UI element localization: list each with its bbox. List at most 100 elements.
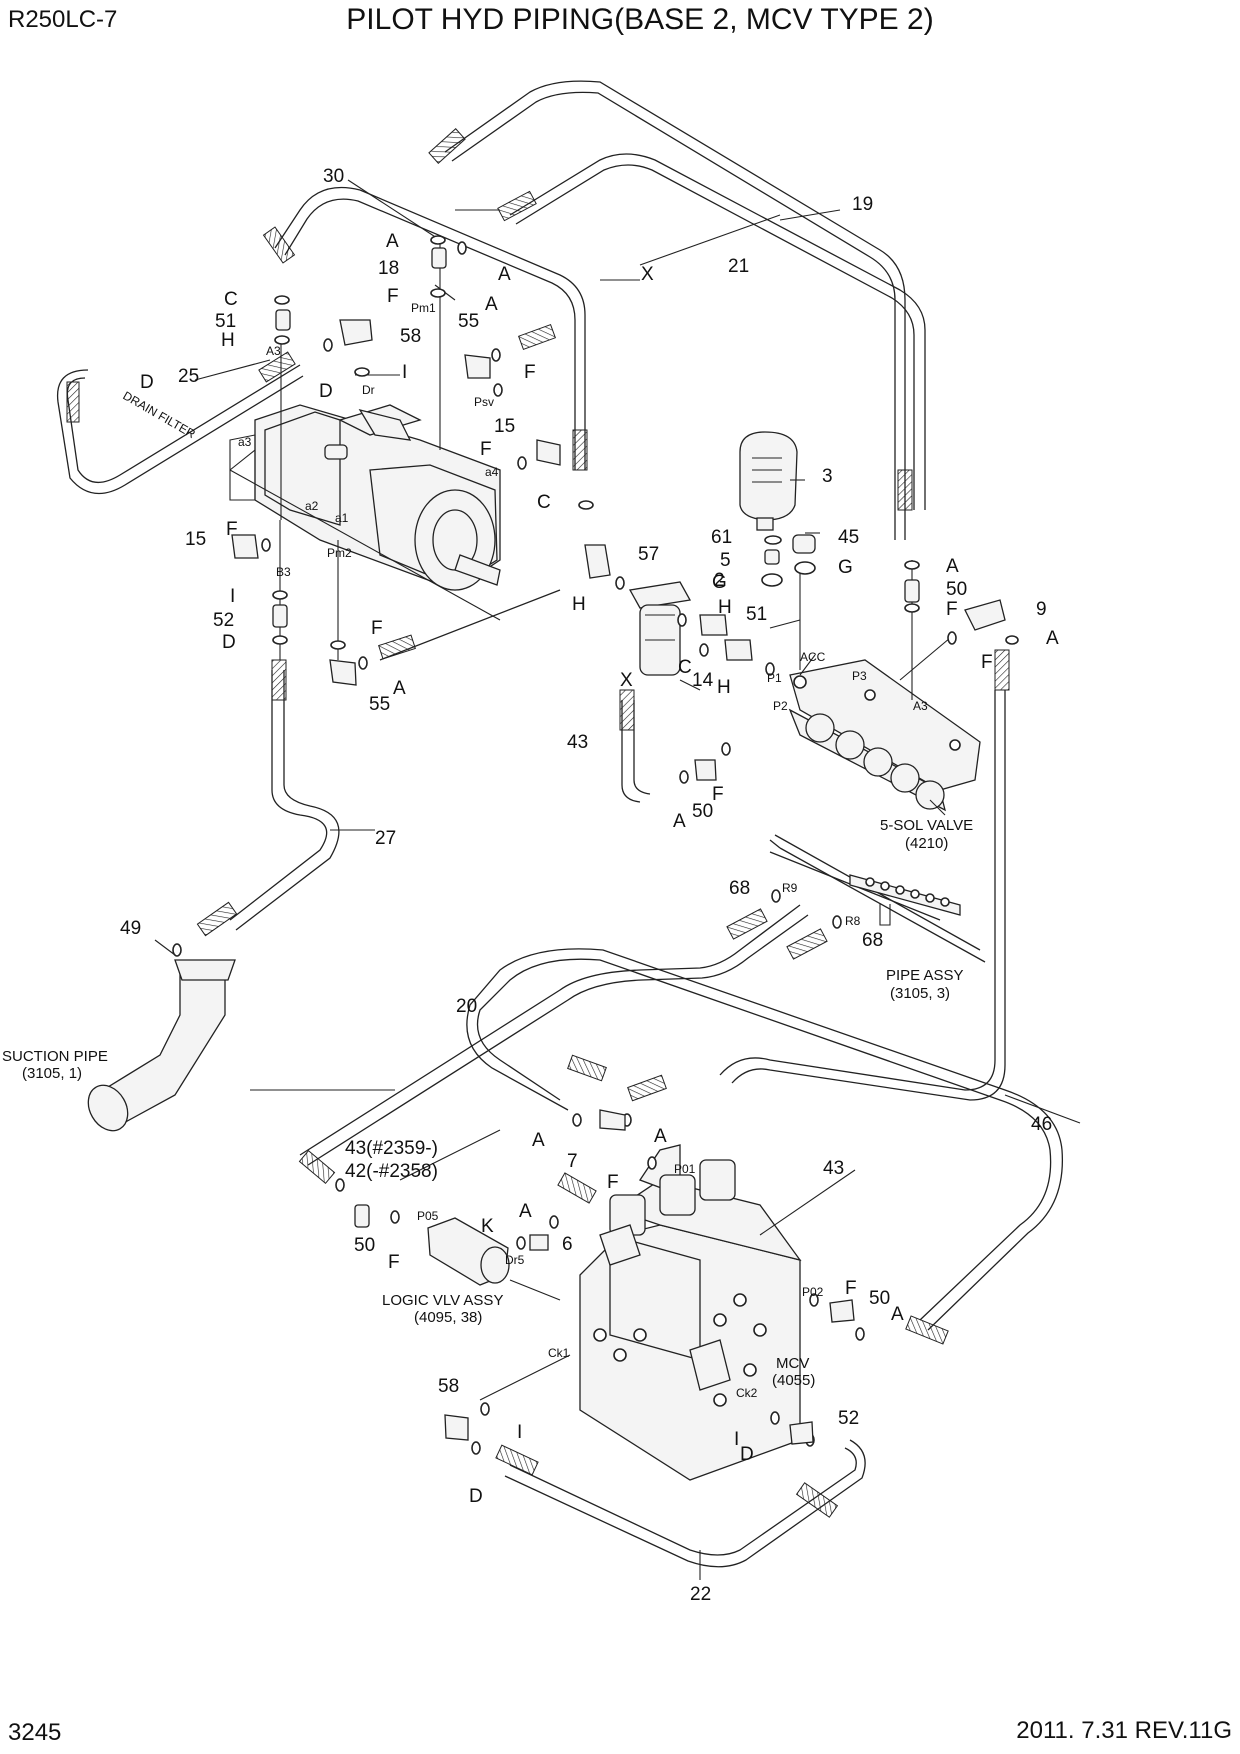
callout: 43	[823, 1158, 844, 1179]
callout-labels: 30 A 18 A X 21 19 F C 51 H 58 55 A I 25 …	[120, 166, 1059, 1605]
callout: A	[891, 1304, 904, 1325]
hose-fittings	[66, 128, 1010, 1518]
port-label: a3	[238, 435, 252, 449]
callout: 3	[822, 466, 833, 487]
callout: 21	[728, 256, 749, 277]
callout: 50	[869, 1288, 890, 1309]
port-label: Psv	[474, 395, 494, 409]
revision-label: 2011. 7.31 REV.11G	[1016, 1717, 1232, 1744]
callout: D	[140, 372, 154, 393]
callout: H	[718, 597, 732, 618]
callout: 58	[400, 326, 421, 347]
callout: X	[641, 264, 654, 285]
callout: 20	[456, 996, 477, 1017]
callout: F	[226, 519, 238, 540]
callout: A	[485, 294, 498, 315]
logic-valve-ref: (4095, 38)	[414, 1309, 482, 1326]
callout: 14	[692, 670, 714, 691]
callout: A	[654, 1126, 667, 1147]
callout: X	[620, 670, 633, 691]
callout: 42(-#2358)	[345, 1161, 438, 1182]
callout: F	[712, 784, 724, 805]
callout: F	[388, 1252, 400, 1273]
drain-filter-label: DRAIN FILTER	[121, 388, 199, 441]
port-label: Ck2	[736, 1386, 758, 1400]
port-label: P01	[674, 1162, 696, 1176]
callout: 2	[714, 570, 725, 591]
port-label: A3	[913, 699, 928, 713]
port-label: a2	[305, 499, 319, 513]
port-label: a4	[485, 465, 499, 479]
callout: I	[734, 1429, 739, 1450]
fittings	[231, 247, 1006, 1445]
page-number: 3245	[8, 1719, 61, 1746]
callout: A	[946, 556, 959, 577]
callout: 9	[1036, 599, 1047, 620]
port-label: Ck1	[548, 1346, 570, 1360]
sol-valve-label: 5-SOL VALVE	[880, 817, 973, 834]
callout: I	[517, 1422, 522, 1443]
port-label: P2	[773, 699, 788, 713]
callout: 27	[375, 828, 396, 849]
mcv	[579, 1144, 802, 1481]
callout: 49	[120, 918, 141, 939]
callout: H	[717, 677, 731, 698]
port-label: P05	[417, 1209, 439, 1223]
callout: F	[387, 286, 399, 307]
page-title: PILOT HYD PIPING(BASE 2, MCV TYPE 2)	[346, 3, 933, 36]
callout: 52	[213, 610, 234, 631]
callout: K	[481, 1216, 494, 1237]
port-label: P3	[852, 669, 867, 683]
callout: 22	[690, 1584, 711, 1605]
callout: A	[498, 264, 511, 285]
port-label: P02	[802, 1285, 824, 1299]
callout: 6	[562, 1234, 573, 1255]
callout: 46	[1031, 1114, 1052, 1135]
suction-pipe-ref: (3105, 1)	[22, 1065, 82, 1082]
callout: G	[838, 557, 853, 578]
callout: H	[221, 330, 235, 351]
mcv-label: MCV	[776, 1355, 809, 1372]
port-label: B3	[276, 565, 291, 579]
callout: I	[230, 586, 235, 607]
port-label: ACC	[800, 650, 826, 664]
callout: I	[402, 362, 407, 383]
callout: F	[981, 652, 993, 673]
port-labels: Pm1 A3 Dr Psv a3 a4 a2 a1 Pm2 B3 ACC P3 …	[238, 301, 928, 1400]
callout: F	[524, 362, 536, 383]
callout: A	[519, 1201, 532, 1222]
callout: 5	[720, 550, 731, 571]
port-label: a1	[335, 511, 349, 525]
callout: A	[386, 231, 399, 252]
callout: F	[480, 439, 492, 460]
callout: C	[678, 657, 692, 678]
callout: F	[946, 599, 958, 620]
mcv-ref: (4055)	[772, 1372, 815, 1389]
callout: 50	[946, 579, 967, 600]
callout: 15	[185, 529, 206, 550]
leader-lines	[154, 179, 1081, 1580]
callout: H	[572, 594, 586, 615]
callout: 25	[178, 366, 199, 387]
callout: 55	[458, 311, 479, 332]
port-label: Dr5	[505, 1253, 525, 1267]
callout: F	[607, 1172, 619, 1193]
o-rings	[172, 235, 1019, 1455]
callout: A	[1046, 628, 1059, 649]
callout: 50	[354, 1235, 375, 1256]
callout: 51	[215, 311, 236, 332]
callout: 52	[838, 1408, 859, 1429]
callout: D	[222, 632, 236, 653]
main-pump	[229, 404, 501, 621]
port-label: P1	[767, 671, 782, 685]
callout: D	[319, 381, 333, 402]
logic-valve-label: LOGIC VLV ASSY	[382, 1292, 503, 1309]
callout: 58	[438, 1376, 459, 1397]
pipe-assy-label: PIPE ASSY	[886, 967, 964, 984]
callout: F	[845, 1278, 857, 1299]
callout: 7	[567, 1151, 578, 1172]
line-filter	[628, 581, 692, 676]
callout: F	[371, 618, 383, 639]
callout: 50	[692, 801, 713, 822]
port-label: A3	[266, 344, 281, 358]
